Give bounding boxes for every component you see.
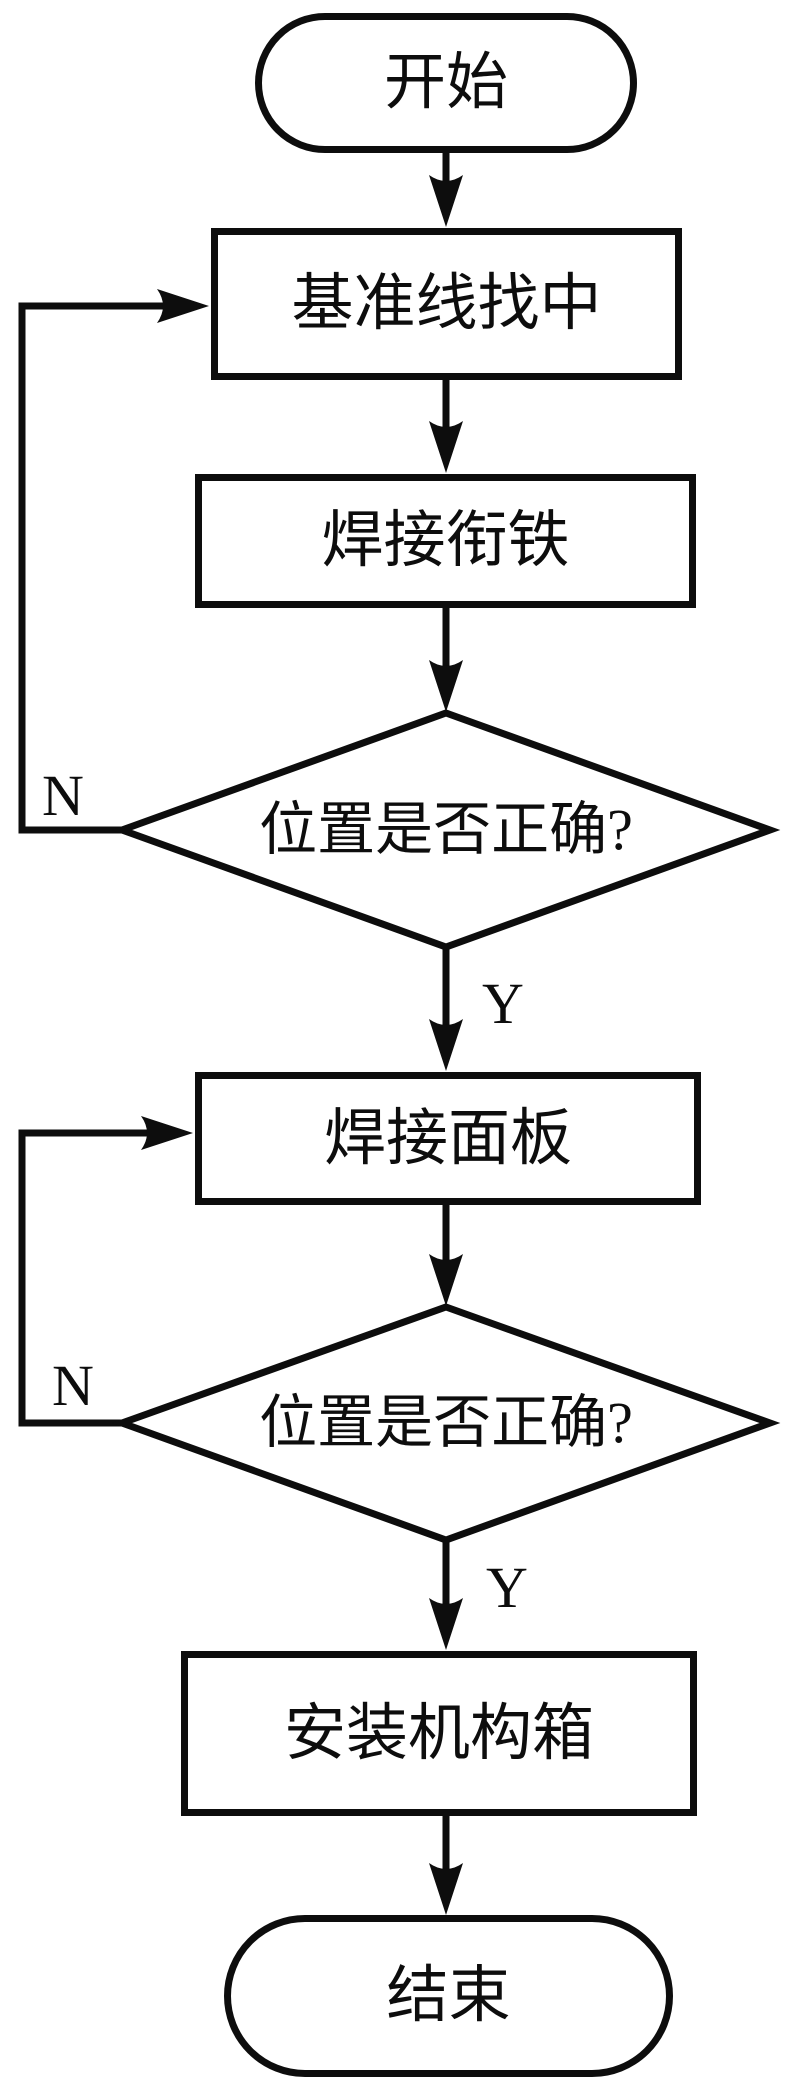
node-weld-armature-label: 焊接衔铁 (321, 507, 570, 575)
node-find-reference-line-center-label: 基准线找中 (291, 270, 602, 338)
node-install-mechanism-box: 安装机构箱 (181, 1651, 697, 1816)
arrowhead-down-icon (429, 1598, 463, 1650)
edge-label-decision2-yes: Y (486, 1555, 528, 1620)
arrowhead-right-icon (157, 289, 209, 323)
node-decision2-label: 位置是否正确? (259, 1390, 633, 1455)
edge-decision2-no-loop (18, 1129, 159, 1427)
node-start: 开始 (255, 13, 637, 153)
node-install-mechanism-box-label: 安装机构箱 (283, 1699, 594, 1768)
node-decision2-shape (111, 1303, 781, 1544)
arrowhead-down-icon (429, 1254, 463, 1306)
node-decision1-shape (111, 709, 781, 951)
arrowhead-down-icon (429, 175, 463, 227)
edge-label-decision2-no: N (52, 1353, 94, 1418)
node-weld-panel-label: 焊接面板 (323, 1104, 572, 1173)
edge-label-decision1-yes: Y (482, 971, 524, 1036)
node-start-label: 开始 (383, 49, 508, 117)
edge-decision1-no-loop (18, 302, 177, 834)
node-weld-panel: 焊接面板 (195, 1072, 701, 1205)
node-decision1-label: 位置是否正确? (259, 797, 633, 862)
arrowhead-right-icon (141, 1116, 193, 1150)
node-find-reference-line-center: 基准线找中 (211, 228, 682, 380)
node-end-label: 结束 (386, 1962, 511, 2030)
edge-label-decision1-no: N (42, 763, 84, 828)
arrowhead-down-icon (429, 660, 463, 712)
arrowhead-down-icon (429, 421, 463, 473)
arrowhead-down-icon (429, 1019, 463, 1071)
node-end: 结束 (224, 1915, 673, 2077)
node-weld-armature: 焊接衔铁 (195, 474, 696, 608)
arrowhead-down-icon (429, 1863, 463, 1915)
